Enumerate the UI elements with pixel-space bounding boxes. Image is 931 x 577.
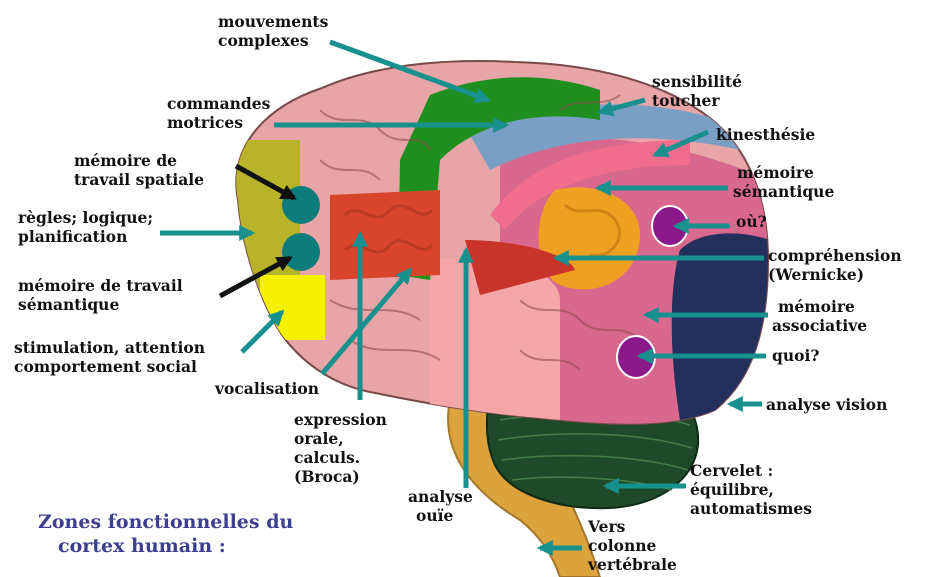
label-mouvements: mouvements complexes — [218, 12, 328, 50]
semantic-memory-dot — [282, 233, 320, 271]
arrow-stimulation — [242, 312, 282, 352]
label-ou: où? — [736, 212, 767, 231]
label-memoire-associative: mémoire associative — [772, 297, 867, 335]
label-analyse-vision: analyse vision — [766, 395, 887, 414]
label-regles-logique: règles; logique; planification — [18, 208, 153, 246]
label-stimulation: stimulation, attention comportement soci… — [14, 338, 205, 376]
label-vers-colonne-vertebrale: Vers colonne vertébrale — [588, 517, 677, 574]
label-kinesthesie: kinesthésie — [716, 125, 815, 144]
label-commandes-motrices: commandes motrices — [167, 94, 270, 132]
label-memoire-travail-semantique: mémoire de travail sémantique — [18, 276, 183, 314]
label-comprehension-wernicke: compréhension (Wernicke) — [768, 246, 902, 284]
label-vocalisation: vocalisation — [215, 379, 319, 398]
label-quoi: quoi? — [772, 346, 819, 365]
label-analyse-ouie: analyse ouïe — [408, 487, 473, 525]
label-memoire-travail-spatiale: mémoire de travail spatiale — [74, 151, 204, 189]
label-memoire-semantique: mémoire sémantique — [733, 163, 834, 201]
label-expression-broca: expression orale, calculs. (Broca) — [294, 410, 387, 486]
label-sensibilite-toucher: sensibilité toucher — [652, 72, 742, 110]
label-cervelet: Cervelet : équilibre, automatismes — [690, 461, 812, 518]
diagram-title: Zones fonctionnelles du cortex humain : — [38, 510, 293, 558]
